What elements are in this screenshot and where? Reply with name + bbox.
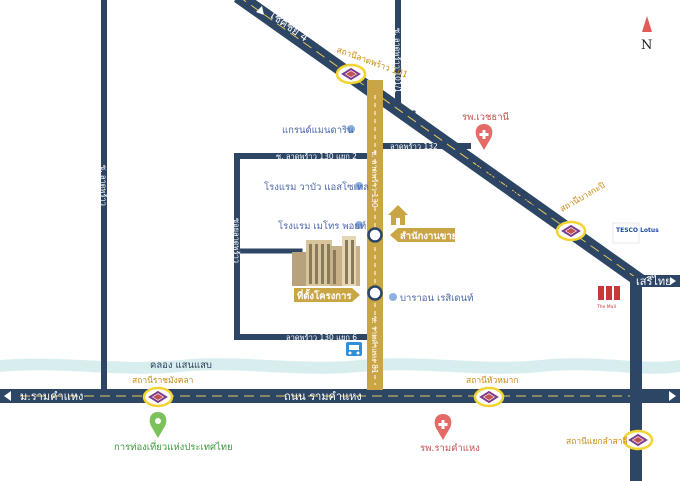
station-ladprao101-icon	[335, 63, 367, 85]
minor-roads	[101, 0, 680, 398]
road-label-ram-left: ม.รามคำแหง	[20, 390, 83, 403]
canal-label: คลอง แสนแสบ	[150, 360, 212, 371]
place-label-vejthani: รพ.เวชธานี	[462, 111, 510, 123]
dot-hotel-vabua	[355, 182, 363, 190]
tesco-lotus-logo: TESCO Lotus	[612, 222, 659, 244]
road-label-soi-mid: ซอยลาดพร้าว	[232, 218, 241, 263]
arrow-up-left-icon	[256, 6, 264, 15]
road-label-soi-left: ซ. ลาดพร้าว	[99, 165, 108, 206]
station-bangkapi-icon	[555, 220, 587, 242]
place-label-ram-hospital: รพ.รามคำแหง	[420, 443, 480, 454]
road-label-serithai: เสรีไทย	[636, 275, 672, 288]
arrow-left-icon	[4, 391, 11, 401]
hospital-vejthani-icon	[475, 124, 493, 150]
station-label-lamsali: สถานีแยกลำสาลี	[566, 436, 628, 447]
station-lamsali-icon	[622, 429, 654, 451]
bus-icon	[346, 342, 362, 356]
station-label-bangkapi: สถานีบางกะปิ	[558, 180, 607, 215]
road-label-130: ซ. ลาดพร้าว 130	[370, 150, 379, 208]
svg-text:The Mall: The Mall	[596, 304, 616, 310]
hospital-ramkhamhaeng-icon	[434, 414, 452, 440]
place-label-hotel-maitri: โรงแรม เมโทร พอยท์	[278, 220, 366, 232]
svg-text:ที่ตั้งโครงการ: ที่ตั้งโครงการ	[297, 288, 352, 302]
arrow-right-icon	[669, 391, 676, 401]
station-huamak-icon	[473, 386, 505, 408]
place-label-tat: การท่องเที่ยวแห่งประเทศไทย	[114, 440, 233, 453]
project-tag: ที่ตั้งโครงการ	[294, 288, 360, 302]
svg-text:TESCO Lotus: TESCO Lotus	[616, 227, 659, 234]
tat-pin-icon	[149, 412, 167, 438]
road-label-130-6: ลาดพร้าว 130 แยก 6	[286, 333, 357, 342]
place-label-grand-marina: แกรนด์แมนดาริน	[282, 124, 354, 136]
sales-office-marker	[367, 227, 383, 243]
home-icon	[388, 205, 408, 225]
road-label-130-2: ซ. ลาดพร้าว 130 แยก 2	[276, 152, 357, 161]
project-building	[292, 236, 360, 286]
north-label: N	[641, 38, 652, 53]
station-label-huamak: สถานีหัวหมาก	[466, 375, 518, 386]
the-mall-logo: The Mall	[596, 286, 620, 310]
place-label-hotel-vabua: โรงแรม วาบัว แอสโซเทล	[264, 181, 369, 193]
road-label-132: ลาดพร้าว 132	[390, 142, 438, 151]
sales-office-tag: สำนักงานขาย	[390, 228, 457, 242]
station-label-ramkhamhaeng: สถานีราชมังคลา	[132, 375, 193, 386]
arrow-right-icon	[670, 277, 676, 285]
svg-text:สำนักงานขาย: สำนักงานขาย	[400, 231, 457, 242]
road-label-ram-81: ซ. รามคำแหง 81	[370, 316, 379, 374]
road-label-ramkhamhaeng: ถนน รามคำแหง	[284, 390, 362, 403]
road-label-101: ซ. ลาดพร้าว 101/1	[393, 28, 402, 93]
project-marker	[367, 285, 383, 301]
dot-hotel-maitri	[355, 221, 363, 229]
dot-grand-marina	[347, 125, 355, 133]
dot-baraton	[389, 293, 397, 301]
road-label-ladprao: ถนน ลาดพร้าว	[472, 158, 537, 210]
place-label-baraton: บาราอน เรสิเดนท์	[400, 292, 473, 304]
north-arrow-icon	[642, 16, 652, 32]
canal	[0, 358, 680, 374]
station-ramkhamhaeng-icon	[142, 386, 174, 408]
road-ladprao-centerline	[242, 0, 643, 283]
